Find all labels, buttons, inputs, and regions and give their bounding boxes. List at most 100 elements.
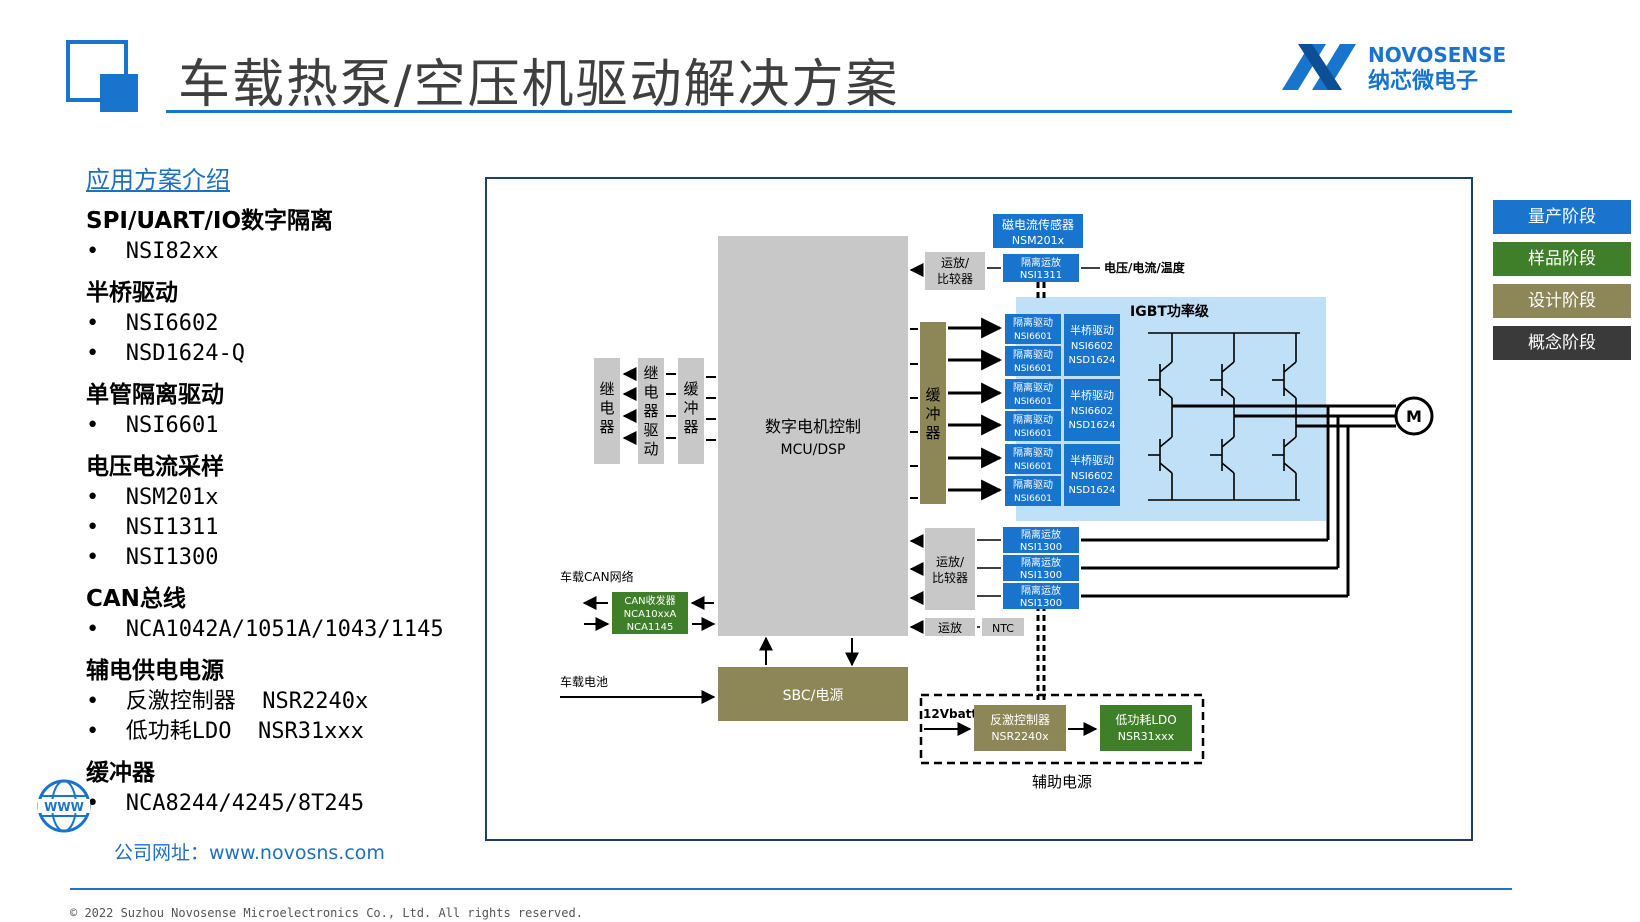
svg-text:半桥驱动: 半桥驱动 [1070, 388, 1114, 402]
iso-driver-block [1005, 346, 1061, 376]
svg-text:磁电流传感器: 磁电流传感器 [1002, 217, 1074, 232]
vertical-char: 缓 [683, 380, 698, 398]
half-bridge-driver-block [1064, 314, 1120, 376]
sidebar-section-title: 辅电供电电源 [86, 658, 224, 684]
svg-text:反激控制器: 反激控制器 [990, 713, 1050, 727]
iso-amp-top-block [1003, 254, 1079, 282]
svg-text:NSI6602: NSI6602 [1071, 406, 1113, 417]
sidebar-item: • NSI6602 [86, 311, 219, 336]
svg-text:半桥驱动: 半桥驱动 [1070, 323, 1114, 337]
svg-text:比较器: 比较器 [937, 271, 973, 286]
svg-text:NCA1145: NCA1145 [627, 622, 674, 633]
sbc-block [718, 667, 908, 721]
svg-text:NSI6601: NSI6601 [1014, 462, 1052, 472]
brand-cn: 纳芯微电子 [1368, 68, 1478, 94]
vertical-char: 冲 [925, 405, 940, 423]
svg-text:NSI1300: NSI1300 [1020, 598, 1062, 609]
svg-text:半桥驱动: 半桥驱动 [1070, 453, 1114, 467]
vertical-char: 器 [643, 402, 658, 420]
svg-text:运放/: 运放/ [936, 554, 965, 569]
svg-text:12Vbatt: 12Vbatt [923, 707, 977, 721]
legend-stage: 样品阶段 [1493, 242, 1631, 276]
sidebar-item: • 反激控制器 NSR2240x [86, 689, 369, 714]
legend-stage: 设计阶段 [1493, 284, 1631, 318]
brand-en: NOVOSENSE [1368, 43, 1506, 67]
sidebar-section-title: 缓冲器 [86, 760, 155, 786]
iso-driver-block [1005, 314, 1061, 344]
legend-stage: 量产阶段 [1493, 200, 1631, 234]
can-net-label: 车载CAN网络 [560, 569, 634, 584]
svg-text:CAN收发器: CAN收发器 [624, 594, 675, 607]
sidebar-item: • NCA8244/4245/8T245 [86, 791, 365, 816]
diagram-frame [485, 177, 1473, 841]
vertical-char: 继 [599, 380, 614, 398]
svg-text:NSD1624: NSD1624 [1069, 355, 1116, 366]
sidebar-item: • NSD1624-Q [86, 341, 245, 366]
website-text[interactable]: 公司网址：www.novosns.com [114, 842, 385, 864]
iso-amp-block [1003, 527, 1079, 553]
vertical-char: 动 [643, 440, 658, 458]
sidebar-section-title: CAN总线 [86, 586, 186, 612]
vit-label: 电压/电流/温度 [1104, 260, 1186, 275]
vertical-char: 器 [683, 418, 698, 436]
half-bridge-driver-block [1064, 379, 1120, 441]
motor-label: M [1406, 407, 1422, 426]
sidebar-item: • NSI1311 [86, 515, 219, 540]
sidebar-item: • NCA1042A/1051A/1043/1145 [86, 617, 444, 642]
www-globe-icon: WWW [37, 779, 91, 833]
footer-divider [70, 888, 1512, 890]
svg-text:隔离驱动: 隔离驱动 [1013, 381, 1053, 394]
svg-text:运放: 运放 [938, 620, 962, 635]
ldo-block [1100, 705, 1192, 751]
svg-text:隔离运放: 隔离运放 [1021, 528, 1061, 541]
svg-text:NSD1624: NSD1624 [1069, 485, 1116, 496]
svg-text:隔离运放: 隔离运放 [1021, 256, 1061, 269]
vertical-char: 电 [643, 383, 658, 401]
svg-text:NCA10xxA: NCA10xxA [624, 609, 677, 620]
intro-link[interactable]: 应用方案介绍 [86, 166, 230, 194]
battery-label: 车载电池 [560, 674, 608, 689]
svg-text:WWW: WWW [44, 800, 84, 814]
sidebar-section-title: 电压电流采样 [86, 454, 224, 480]
can-xcvr-block [612, 592, 688, 634]
sidebar-item: • NSI1300 [86, 545, 219, 570]
iso-amp-block [1003, 555, 1079, 581]
sidebar-section-title: SPI/UART/IO数字隔离 [86, 208, 334, 234]
vertical-char: 继 [643, 364, 658, 382]
svg-text:NSD1624: NSD1624 [1069, 420, 1116, 431]
vertical-char: 驱 [643, 421, 658, 439]
brand-logo: NOVOSENSE 纳芯微电子 [1282, 43, 1506, 94]
vertical-char: 缓 [925, 386, 940, 404]
flyback-block [974, 705, 1066, 751]
header-divider [166, 110, 1512, 113]
sidebar-item: • 低功耗LDO NSR31xxx [86, 719, 364, 744]
svg-text:隔离运放: 隔离运放 [1021, 584, 1061, 597]
legend-stage: 概念阶段 [1493, 326, 1631, 360]
svg-text:低功耗LDO: 低功耗LDO [1115, 713, 1176, 727]
svg-text:比较器: 比较器 [932, 570, 968, 585]
svg-text:隔离驱动: 隔离驱动 [1013, 316, 1053, 329]
svg-text:NSI1300: NSI1300 [1020, 570, 1062, 581]
iso-driver-block [1005, 411, 1061, 441]
mag-sensor-block [993, 214, 1083, 248]
sidebar-item: • NSI82xx [86, 239, 219, 264]
half-bridge-driver-block [1064, 444, 1120, 506]
svg-text:NSI6601: NSI6601 [1014, 364, 1052, 374]
mcu-block [718, 236, 908, 636]
opamp-low-block [925, 618, 975, 636]
svg-text:NSM201x: NSM201x [1012, 234, 1065, 247]
vertical-char: 器 [599, 418, 614, 436]
svg-text:隔离运放: 隔离运放 [1021, 556, 1061, 569]
vertical-char: 电 [599, 399, 614, 417]
iso-amp-block [1003, 583, 1079, 609]
svg-text:运放/: 运放/ [941, 255, 970, 270]
iso-driver-block [1005, 444, 1061, 474]
logo-square-icon [66, 40, 138, 112]
svg-text:隔离驱动: 隔离驱动 [1013, 478, 1053, 491]
relay-block [594, 358, 620, 464]
ntc-block [982, 618, 1024, 636]
svg-text:NSI6601: NSI6601 [1014, 494, 1052, 504]
iso-driver-block [1005, 476, 1061, 506]
